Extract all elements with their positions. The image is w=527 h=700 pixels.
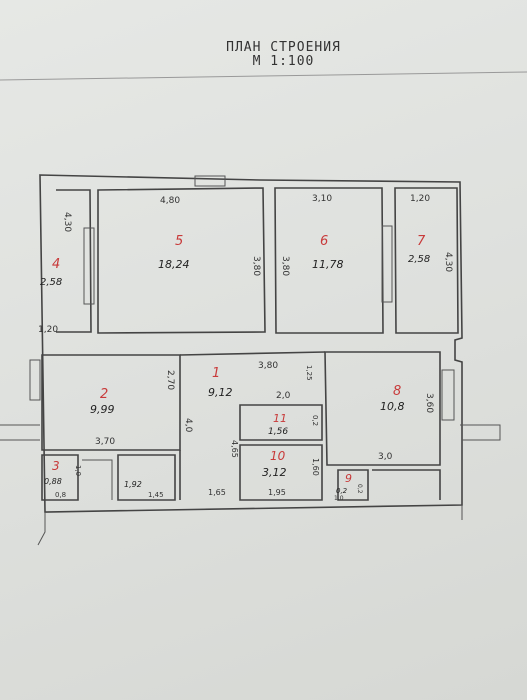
- dim-3-0: 3,0: [378, 452, 393, 462]
- dim-3-80-a: 3,80: [251, 256, 261, 276]
- room-6-number: 6: [320, 234, 328, 249]
- outer-wall-stub: [37, 512, 46, 546]
- dim-1-95: 1,95: [268, 488, 286, 497]
- window-top: [194, 175, 226, 187]
- room-2-number: 2: [100, 387, 108, 402]
- bath-area: 1,92: [124, 480, 142, 489]
- room-4-wall: [56, 189, 92, 333]
- dim-3-60: 3,60: [424, 393, 434, 413]
- outer-wall: [39, 174, 463, 513]
- room-9-wall: [337, 469, 369, 501]
- dimension-labels: 4,80 3,10 1,20 4,30 4,30 3,80 3,80 1,20 …: [38, 194, 453, 502]
- dim-0-2: 0,2: [311, 415, 319, 426]
- room-11-wall: [239, 404, 323, 441]
- plan-title: ПЛАН СТРОЕНИЯ: [226, 40, 341, 55]
- room-9-area: 0,2: [336, 487, 348, 495]
- dim-1-45: 1,45: [148, 491, 164, 499]
- room-6-wall: [274, 187, 384, 334]
- room-4-area: 2,58: [40, 277, 62, 288]
- room-4-number: 4: [52, 257, 60, 272]
- room-7-area: 2,58: [408, 254, 430, 265]
- window-room-7: [381, 225, 393, 303]
- dim-1-25: 1,25: [305, 365, 313, 381]
- dim-1-20-left: 1,20: [38, 325, 58, 335]
- window-room-2: [29, 359, 41, 401]
- left-entrance: [0, 424, 40, 441]
- dim-0-8: 0,8: [55, 491, 66, 499]
- dim-2-70: 2,70: [165, 370, 175, 390]
- dim-1-0: 1,0: [74, 465, 82, 476]
- bath-wall: [117, 454, 176, 501]
- room-7-number: 7: [417, 234, 426, 249]
- dim-3-80-c: 3,80: [258, 361, 278, 371]
- plan-scale: М 1:100: [252, 54, 315, 69]
- dim-3-70: 3,70: [95, 437, 115, 447]
- room-5-area: 18,24: [158, 258, 190, 271]
- room-10-wall: [239, 444, 323, 501]
- window-room-4: [83, 227, 95, 305]
- room-10-area: 3,12: [262, 466, 287, 479]
- room-5-number: 5: [175, 234, 183, 249]
- right-entrance: [460, 424, 501, 441]
- room-8-number: 8: [393, 384, 401, 399]
- dim-4-65: 4,65: [230, 440, 239, 458]
- dim-1-20-top: 1,20: [410, 194, 430, 204]
- dim-0-2-b: 0,2: [356, 484, 363, 494]
- dim-3-80-b: 3,80: [280, 256, 290, 276]
- room-8-wall: [324, 351, 441, 466]
- dim-1-65: 1,65: [208, 488, 226, 497]
- dim-4-30-right: 4,30: [443, 252, 453, 272]
- room-3-area: 0,88: [44, 477, 62, 486]
- dim-4-80: 4,80: [160, 196, 180, 206]
- dim-1-0-b: 1,0: [334, 495, 344, 502]
- dim-1-60: 1,60: [311, 458, 320, 476]
- room-5-wall: [97, 187, 266, 334]
- dim-4-30-left: 4,30: [62, 212, 72, 232]
- room-1-area: 9,12: [208, 386, 233, 399]
- room-8-area: 10,8: [380, 400, 405, 413]
- room-6-area: 11,78: [312, 258, 344, 271]
- room-3-number: 3: [52, 459, 60, 473]
- dim-4-0: 4,0: [183, 418, 193, 433]
- room-1-number: 1: [212, 366, 220, 381]
- dim-2-0: 2,0: [276, 391, 291, 401]
- room-10-number: 10: [270, 449, 286, 463]
- room-11-number: 11: [273, 412, 287, 425]
- room-11-area: 1,56: [268, 427, 288, 437]
- room-7-wall: [394, 187, 459, 334]
- room-9-number: 9: [345, 472, 352, 485]
- room-2-area: 9,99: [90, 403, 115, 416]
- window-room-8: [441, 369, 455, 421]
- dim-3-10: 3,10: [312, 194, 332, 204]
- room-3-wall: [41, 454, 79, 501]
